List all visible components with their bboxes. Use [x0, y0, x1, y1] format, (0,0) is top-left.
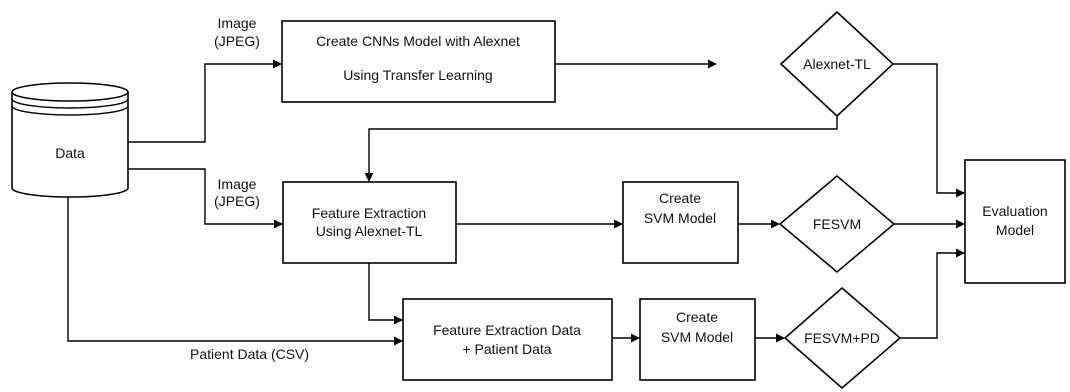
- image-top-label-line2: (JPEG): [214, 33, 260, 49]
- edge-data-to-feature-extraction: [128, 168, 283, 229]
- fesvm-pd-label: FESVM+PD: [804, 330, 880, 346]
- svm-model-bottom-box: Create SVM Model: [639, 298, 756, 381]
- feature-patient-box: Feature Extraction Data + Patient Data: [402, 298, 613, 381]
- fesvm-pd-diamond: FESVM+PD: [783, 286, 902, 390]
- image-mid-label-line1: Image: [218, 176, 257, 192]
- data-label: Data: [55, 145, 85, 161]
- edge-labels: Image (JPEG) Image (JPEG) Patient Data (…: [190, 15, 309, 362]
- patient-data-label: Patient Data (CSV): [190, 346, 309, 362]
- edge-data-to-cnn: [128, 59, 282, 143]
- feature-extraction-line1: Feature Extraction: [312, 205, 426, 221]
- feature-extraction-box: Feature Extraction Using Alexnet-TL: [282, 181, 457, 264]
- edge-fesvm-pd-to-evaluation: [900, 248, 965, 339]
- fesvm-diamond: FESVM: [778, 174, 896, 274]
- edge-alexnet-to-feature-extraction: [364, 116, 838, 182]
- image-top-label-line1: Image: [218, 15, 257, 31]
- fesvm-label: FESVM: [813, 216, 861, 232]
- edges: [67, 59, 965, 346]
- feature-patient-line2: + Patient Data: [462, 341, 551, 357]
- evaluation-model-line1: Evaluation: [982, 203, 1047, 219]
- svm-model-bottom-line1: Create: [676, 309, 718, 325]
- evaluation-model-line2: Model: [996, 222, 1034, 238]
- alexnet-tl-diamond: Alexnet-TL: [779, 10, 895, 118]
- svm-model-top-box: Create SVM Model: [622, 181, 739, 264]
- feature-patient-line1: Feature Extraction Data: [433, 322, 581, 338]
- cnn-model-box: Create CNNs Model with Alexnet Using Tra…: [281, 20, 556, 103]
- cnn-model-line2: Using Transfer Learning: [343, 67, 492, 83]
- cnn-model-line1: Create CNNs Model with Alexnet: [316, 33, 520, 49]
- svm-model-bottom-line2: SVM Model: [661, 329, 733, 345]
- evaluation-model-box: Evaluation Model: [964, 159, 1066, 284]
- alexnet-tl-label: Alexnet-TL: [803, 56, 871, 72]
- edge-feature-to-feature-patient: [368, 263, 403, 325]
- svm-model-top-line1: Create: [659, 190, 701, 206]
- edge-data-to-feature-patient: [67, 195, 403, 346]
- feature-extraction-line2: Using Alexnet-TL: [316, 223, 423, 239]
- edge-alexnet-to-evaluation: [893, 63, 965, 198]
- image-mid-label-line2: (JPEG): [214, 193, 260, 209]
- svm-model-top-line2: SVM Model: [644, 210, 716, 226]
- data-cylinder: Data: [11, 82, 129, 198]
